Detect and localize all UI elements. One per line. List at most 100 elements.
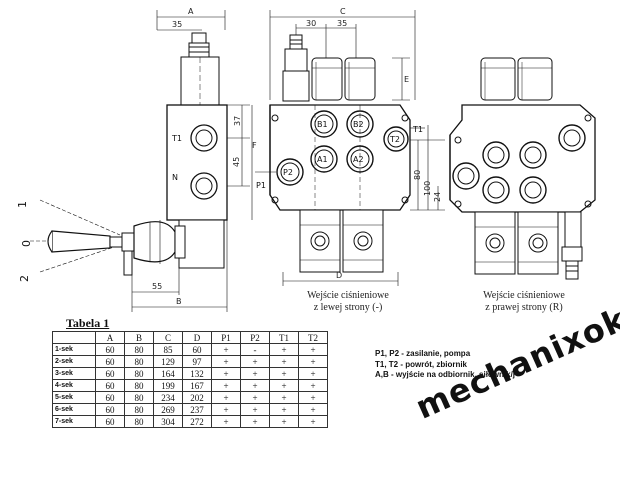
table-cell: + [269,403,299,416]
port-label-t1-front: T1 [412,125,423,134]
port-label-p1: P1 [256,181,266,190]
table-header: T1 [269,331,299,344]
table-cell: + [298,355,328,368]
table-title: Tabela 1 [66,316,110,330]
dim-b: B [176,297,182,306]
dim-80: 80 [413,170,422,180]
caption-right-inlet: Wejście ciśnieniowe z prawej strony (R) [464,290,584,314]
legend-line: A,B - wyjście na odbiornik, siłownik/j [375,370,516,379]
table-cell: + [298,415,328,428]
table-cell: + [240,379,270,392]
dim-30: 30 [306,19,316,28]
dim-d: D [336,271,342,280]
front-view-right-inlet [449,57,596,280]
dim-24: 24 [433,192,442,202]
table-cell: + [211,391,241,404]
table-cell: 272 [182,415,212,428]
table-row-label: 7-sek [52,415,96,428]
table-header [52,331,96,344]
table-cell: + [269,379,299,392]
caption-left-inlet: Wejście ciśnieniowe z lewej strony (-) [288,290,408,314]
lever-position-1: 1 [16,201,29,208]
table-cell: 167 [182,379,212,392]
table-row-label: 1-sek [52,343,96,356]
table-row-label: 2-sek [52,355,96,368]
dim-f: F [252,141,257,150]
caption-right-line2: z prawej strony (R) [485,302,563,313]
port-label-t1-side: T1 [171,134,182,143]
dim-35-front: 35 [337,19,347,28]
table-row-label: 5-sek [52,391,96,404]
table-cell: + [211,367,241,380]
table-cell: + [240,403,270,416]
table-cell: 202 [182,391,212,404]
table-cell: + [240,355,270,368]
table-cell: 164 [153,367,183,380]
table-cell: 199 [153,379,183,392]
table-cell: 80 [124,391,154,404]
table-header: D [182,331,212,344]
table-cell: 85 [153,343,183,356]
control-lever: 1 0 2 [16,199,186,282]
port-label-a1: A1 [317,155,328,164]
dim-a: A [188,7,194,16]
caption-left-line2: z lewej strony (-) [313,302,383,313]
port-label-t2: T2 [389,135,400,144]
table-header-row: A B C D P1 P2 T1 T2 [52,331,328,344]
lever-position-0: 0 [20,240,33,247]
table-cell: + [240,391,270,404]
table-cell: 60 [95,403,125,416]
table-cell: 234 [153,391,183,404]
table-cell: 80 [124,343,154,356]
table-cell: 60 [95,355,125,368]
port-label-p2: P2 [283,168,293,177]
dim-c: C [340,7,346,16]
port-legend: P1, P2 - zasilanie, pompa T1, T2 - powró… [375,349,515,381]
table-cell: - [240,343,270,356]
table-cell: + [240,415,270,428]
side-view: A 35 T1 N 37 45 F [16,7,257,312]
legend-line: T1, T2 - powrót, zbiornik [375,359,467,369]
lever-position-2: 2 [18,275,31,282]
table-header: B [124,331,154,344]
table-cell: + [269,355,299,368]
table-row-label: 4-sek [52,379,96,392]
table-cell: + [298,367,328,380]
table-cell: + [298,343,328,356]
table-cell: + [211,379,241,392]
table-cell: 60 [95,415,125,428]
dim-45: 45 [232,157,241,167]
dim-e: E [404,75,409,84]
table-cell: 304 [153,415,183,428]
port-label-b2: B2 [353,120,364,129]
table-cell: + [298,379,328,392]
table-header: P1 [211,331,241,344]
table-cell: 80 [124,355,154,368]
caption-left-line1: Wejście ciśnieniowe [307,290,389,301]
table-cell: 80 [124,379,154,392]
table-cell: + [269,391,299,404]
table-header: A [95,331,125,344]
table-cell: + [240,367,270,380]
front-view-left-inlet: C 30 35 E B1 B2 [255,7,445,286]
table-cell: + [269,415,299,428]
table-row-label: 3-sek [52,367,96,380]
table-cell: 60 [182,343,212,356]
table-cell: + [269,367,299,380]
table-header: P2 [240,331,270,344]
table-cell: + [211,403,241,416]
table-cell: 269 [153,403,183,416]
table-cell: 237 [182,403,212,416]
caption-right-line1: Wejście ciśnieniowe [483,290,565,301]
